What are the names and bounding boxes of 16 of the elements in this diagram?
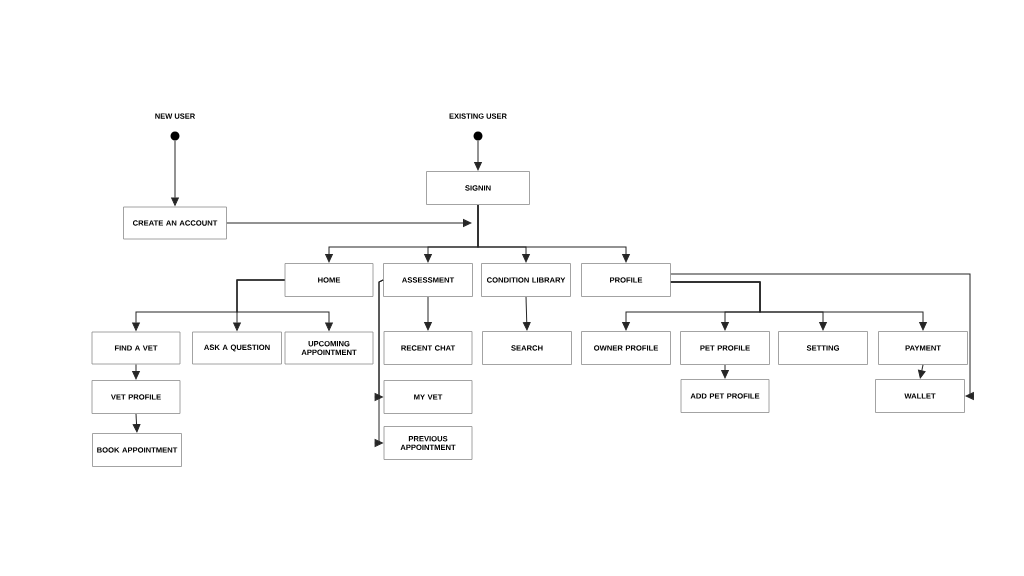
arrow [236,279,333,331]
arrow [918,364,926,379]
arrow [477,204,630,263]
arrow [670,273,975,400]
arrow [132,363,140,380]
arrow [522,296,531,331]
arrow [721,364,729,379]
arrow [171,140,179,206]
arrow [226,219,472,227]
arrow [670,281,927,331]
start-dot [449,113,507,141]
start-dot [155,113,196,141]
arrow [474,140,482,171]
arrow [424,296,432,331]
arrow [374,279,384,447]
arrow [132,413,141,433]
